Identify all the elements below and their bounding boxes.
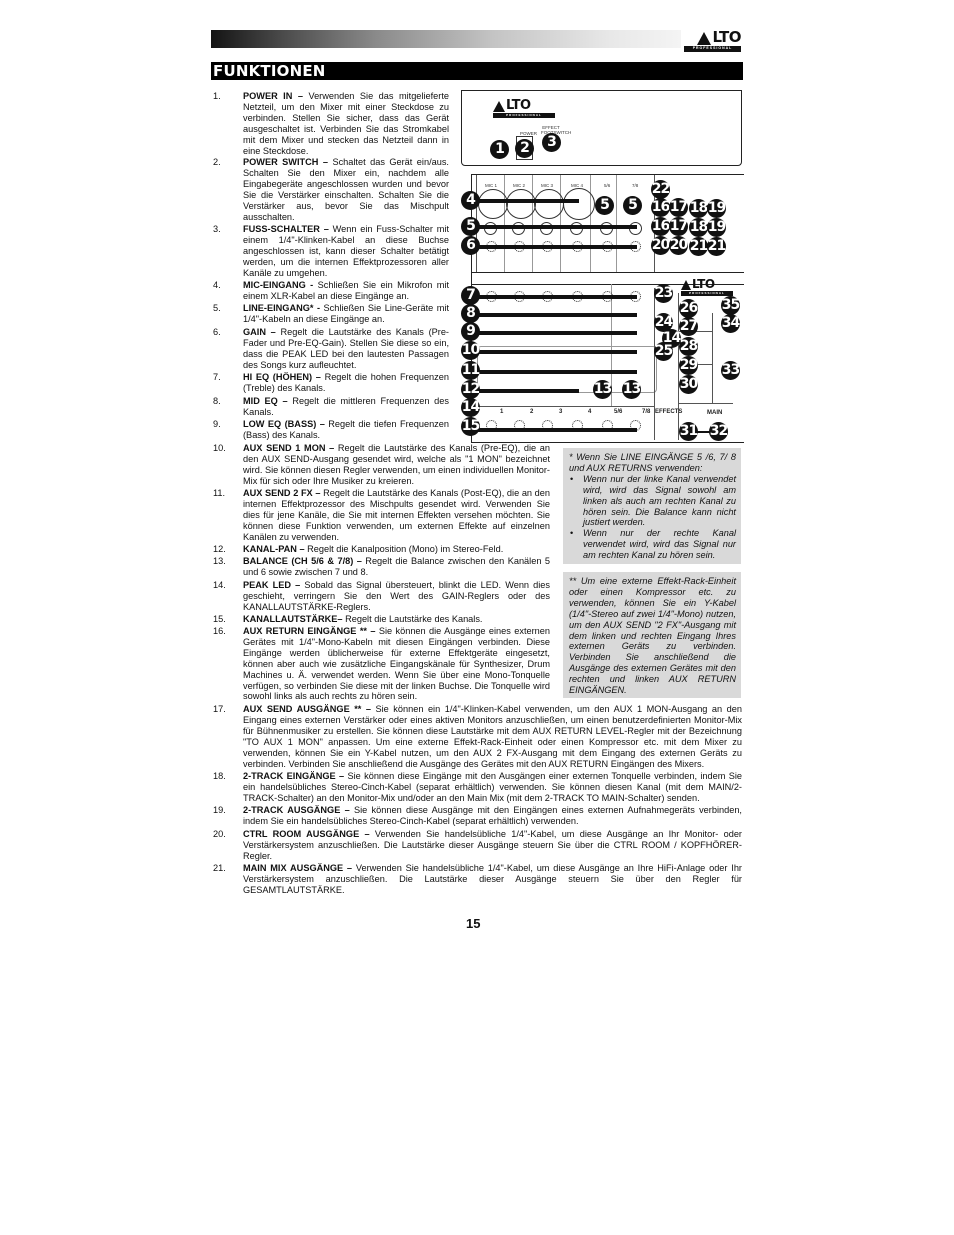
callout-badge: 34 — [721, 314, 740, 333]
header-gradient-bar — [211, 30, 681, 48]
mixer-diagram: LTO PROFESSIONAL POWER EFFECT FOOTSWITCH… — [459, 88, 745, 443]
callout-badge: 6 — [461, 236, 480, 255]
callout-badge: 27 — [679, 317, 698, 336]
alto-logo-header: LTO PROFESSIONAL — [684, 30, 741, 52]
callout-badge: 23 — [654, 284, 673, 303]
callout-badge: 16 — [651, 198, 670, 217]
callout-badge: 16 — [651, 217, 670, 236]
callout-badge: 13 — [622, 380, 641, 399]
callout-badge: 10 — [461, 341, 480, 360]
callout-badge: 15 — [461, 417, 480, 436]
callout-badge: 18 — [689, 199, 708, 218]
note-bullet: Wenn nur der rechte Kanal verwendet wird… — [570, 528, 736, 561]
callout-badge: 20 — [651, 236, 670, 255]
section-title-bar: FUNKTIONEN — [211, 62, 743, 80]
callout-badge: 19 — [707, 199, 726, 218]
callout-badge: 3 — [542, 133, 561, 152]
callout-badge: 25 — [654, 342, 673, 361]
callout-badge: 32 — [709, 422, 728, 441]
callout-badge: 14 — [461, 398, 480, 417]
callout-badge: 20 — [669, 236, 688, 255]
callout-badge: 28 — [679, 337, 698, 356]
callout-badge: 9 — [461, 322, 480, 341]
xlr-input-icon — [478, 189, 508, 219]
note-line-inputs: * Wenn Sie LINE EINGÄNGE 5 /6, 7/ 8 und … — [563, 448, 741, 564]
logo-triangle-icon — [493, 101, 505, 112]
note-bullet: Wenn nur der linke Kanal verwendet wird,… — [570, 474, 736, 529]
callout-badge: 17 — [669, 217, 688, 236]
section-title: FUNKTIONEN — [213, 62, 326, 80]
callout-badge: 2 — [515, 139, 534, 158]
logo-triangle-icon — [681, 280, 691, 290]
callout-badge: 13 — [593, 380, 612, 399]
callout-badge: 12 — [461, 380, 480, 399]
callout-badge: 24 — [654, 313, 673, 332]
callout-badge: 5 — [461, 217, 480, 236]
xlr-input-icon — [563, 188, 595, 220]
logo-triangle-icon — [697, 32, 712, 45]
callout-badge: 30 — [679, 375, 698, 394]
callout-badge: 22 — [651, 180, 670, 199]
callout-badge: 18 — [689, 218, 708, 237]
callout-badge: 11 — [461, 361, 480, 380]
callout-badge: 26 — [679, 299, 698, 318]
callout-badge: 21 — [707, 237, 726, 256]
callout-badge: 8 — [461, 304, 480, 323]
callout-badge: 21 — [689, 237, 708, 256]
callout-badge: 5 — [595, 196, 614, 215]
callout-badge: 31 — [679, 422, 698, 441]
callout-badge: 5 — [623, 196, 642, 215]
callout-badge: 17 — [669, 198, 688, 217]
note-external-effects: ** Um eine externe Effekt-Rack-Einheit o… — [563, 572, 741, 698]
alto-logo-front: LTO PROFESSIONAL — [681, 278, 733, 296]
callout-badge: 7 — [461, 286, 480, 305]
callout-badge: 19 — [707, 218, 726, 237]
callout-badge: 35 — [721, 296, 740, 315]
callout-badge: 29 — [679, 356, 698, 375]
rear-panel: LTO PROFESSIONAL POWER EFFECT FOOTSWITCH… — [461, 90, 742, 166]
callout-badge: 33 — [721, 361, 740, 380]
callout-badge: 1 — [490, 140, 509, 159]
xlr-input-icon — [506, 189, 536, 219]
alto-logo-rear: LTO PROFESSIONAL — [493, 99, 555, 118]
callout-badge: 4 — [461, 191, 480, 210]
xlr-input-icon — [534, 189, 564, 219]
page-number: 15 — [466, 916, 481, 931]
